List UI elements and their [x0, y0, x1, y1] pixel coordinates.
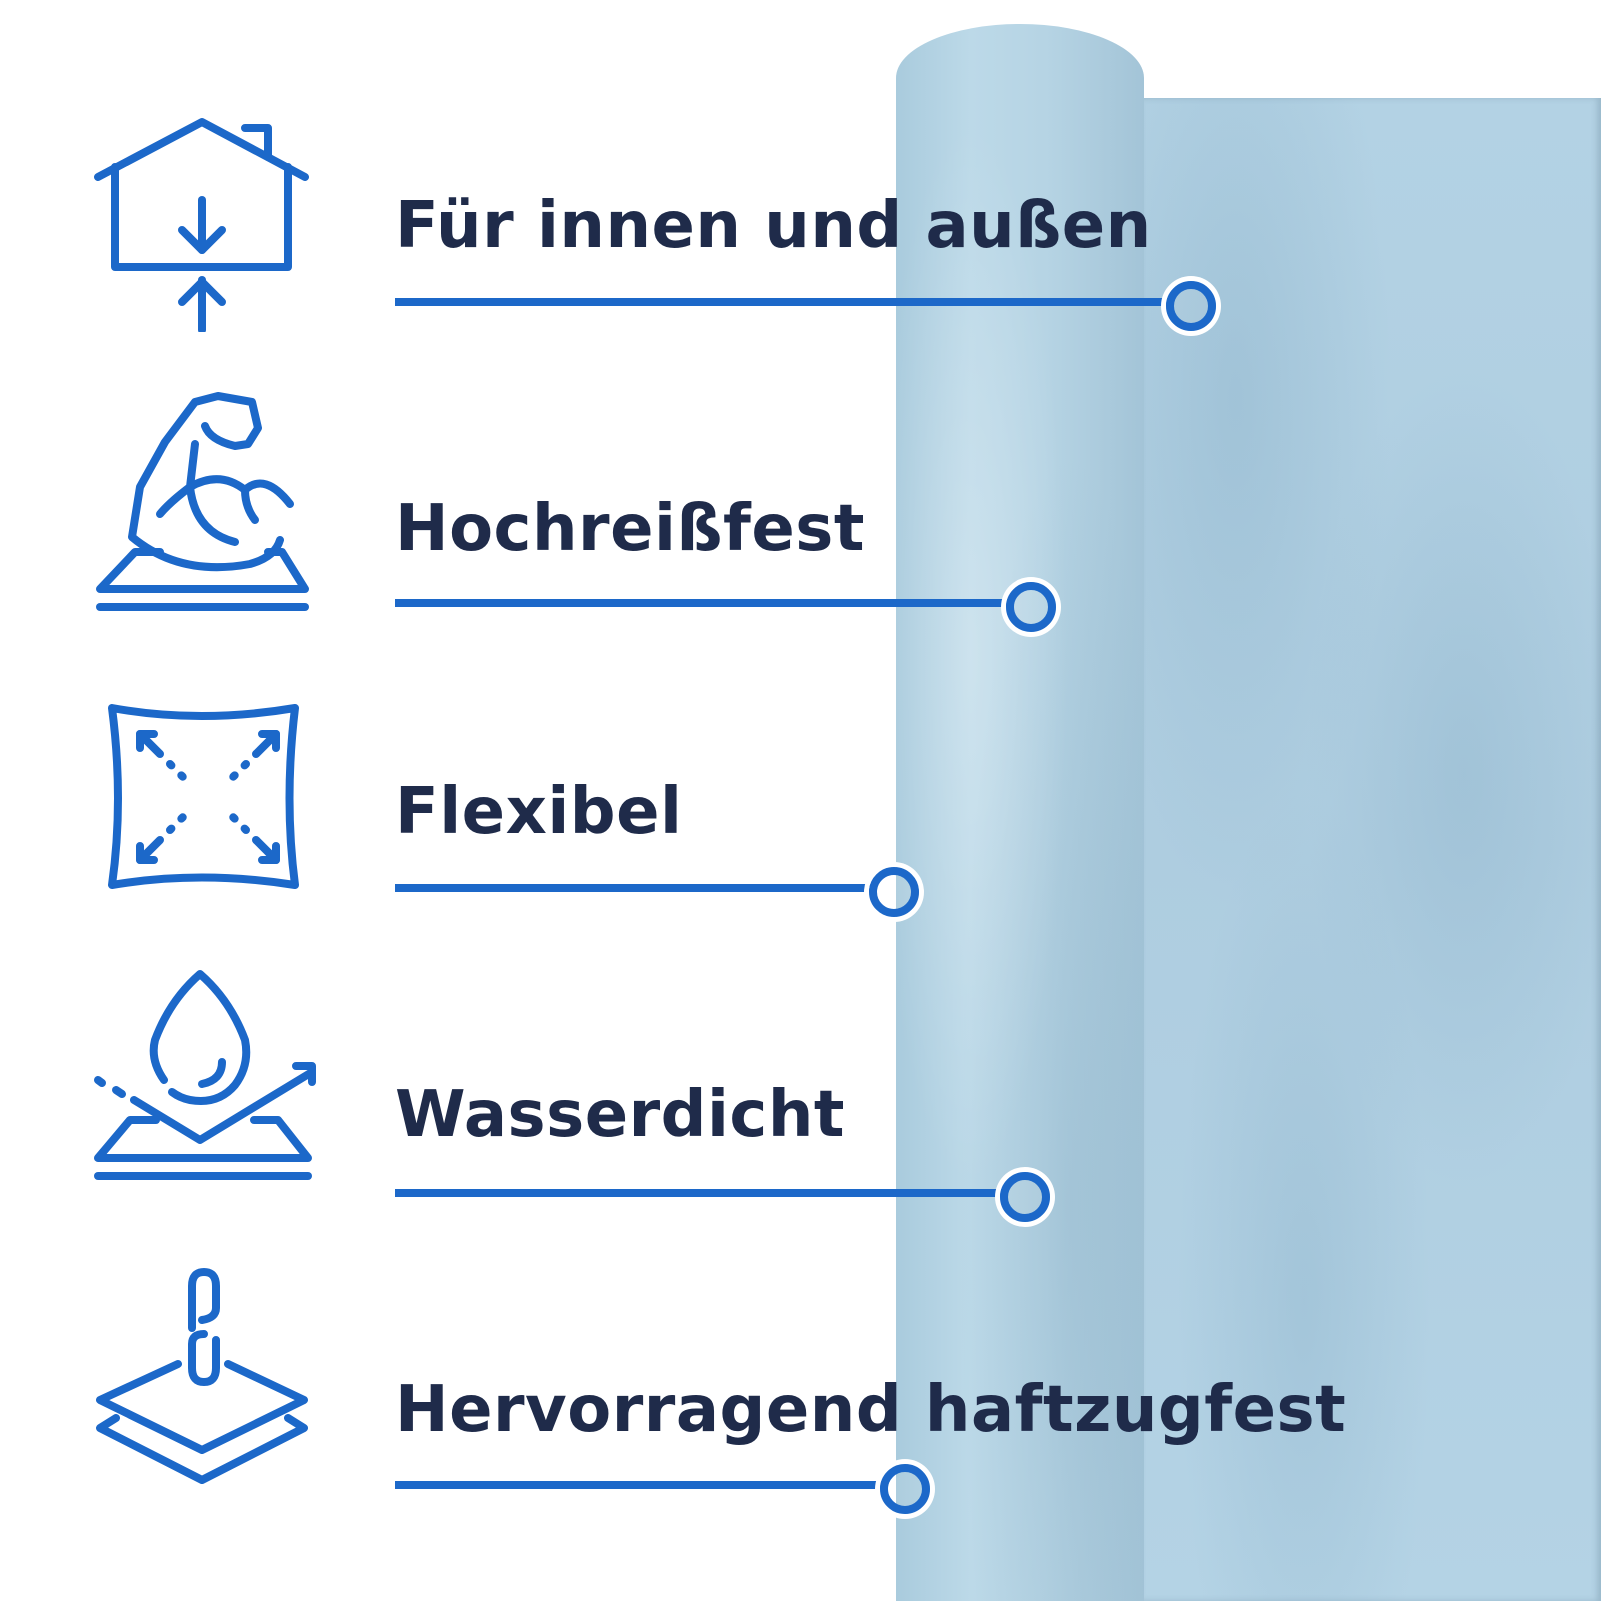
feature-label-tear-resistant: Hochreißfest	[395, 492, 865, 566]
feature-pointer-dot	[869, 867, 919, 917]
feature-pointer-dot	[1000, 1172, 1050, 1222]
chain-link-layers-icon	[90, 1268, 320, 1488]
feature-label-adhesive-strength: Hervorragend haftzugfest	[395, 1373, 1347, 1447]
feature-label-waterproof: Wasserdicht	[395, 1078, 845, 1152]
feature-connector-line	[395, 298, 1170, 306]
stretch-arrows-icon	[90, 700, 320, 920]
product-roll	[896, 24, 1144, 1601]
feature-connector-line	[395, 1481, 888, 1489]
flexed-arm-strength-icon	[90, 392, 320, 612]
feature-pointer-dot	[1166, 281, 1216, 331]
feature-label-flexible: Flexibel	[395, 775, 683, 849]
feature-pointer-dot	[880, 1464, 930, 1514]
product-sheet	[1144, 98, 1601, 1601]
feature-label-indoor-outdoor: Für innen und außen	[395, 189, 1152, 263]
water-drop-repel-icon	[90, 970, 320, 1190]
house-indoor-outdoor-icon	[90, 112, 320, 334]
feature-connector-line	[395, 884, 877, 892]
feature-connector-line	[395, 599, 1012, 607]
feature-connector-line	[395, 1189, 1007, 1197]
feature-pointer-dot	[1006, 582, 1056, 632]
